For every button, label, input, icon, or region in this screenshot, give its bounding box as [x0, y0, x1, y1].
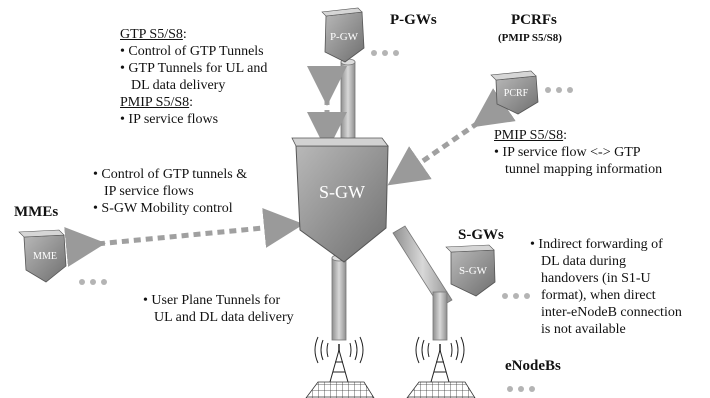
sgw-note-line: inter-eNodeB connection	[541, 305, 682, 320]
sgw-small-node-label: S-GW	[459, 265, 488, 277]
mme-group-label: MMEs	[14, 204, 59, 220]
pgw-more-dots	[371, 50, 399, 56]
gtp-item-continued: DL data delivery	[131, 78, 226, 93]
mme-node: MME	[18, 229, 67, 283]
pmip-heading: PMIP S5/S8	[120, 95, 190, 110]
pcrf-node-label: PCRF	[504, 88, 529, 99]
enb-tunnel-note-line: UL and DL data delivery	[154, 310, 294, 325]
enb-tunnel-note-line: User Plane Tunnels for	[143, 292, 294, 309]
sgw-note-line: is not available	[541, 322, 626, 337]
mme-sgw-arrow	[64, 208, 304, 267]
sgw-main-node: S-GW	[291, 137, 389, 263]
gtp-item: GTP Tunnels for UL and	[120, 60, 267, 77]
sgw-small-node: S-GW	[445, 244, 496, 297]
pcrf-node: PCRF	[490, 70, 539, 115]
sgw-to-sgw-pipe	[392, 225, 453, 308]
sgw-enb2-pipe	[432, 291, 448, 341]
mme-note-item-continued: IP service flows	[104, 184, 194, 199]
mme-note-item: S-GW Mobility control	[93, 200, 247, 217]
sgw-more-dots	[502, 293, 530, 299]
mme-note-item: Control of GTP tunnels &	[93, 166, 247, 183]
sgw-note-line: handovers (in S1-U	[541, 271, 651, 286]
gtp-item: Control of GTP Tunnels	[120, 43, 267, 60]
pgw-group-label: P-GWs	[390, 12, 437, 28]
pcrf-group-label: PCRFs	[511, 12, 557, 28]
pcrf-group-sublabel: (PMIP S5/S8)	[498, 32, 562, 44]
sgw-note-line: DL data during	[541, 254, 627, 269]
pcrf-more-dots	[545, 87, 573, 93]
mme-node-label: MME	[33, 251, 57, 262]
enodeb-antenna-icon	[406, 336, 476, 398]
enb-more-dots	[507, 386, 535, 392]
enb-tunnel-note: User Plane Tunnels for UL and DL data de…	[143, 292, 294, 326]
enb-group-label: eNodeBs	[505, 358, 561, 374]
pgw-node-label: P-GW	[330, 31, 359, 43]
mme-more-dots	[79, 279, 107, 285]
pmip-item: IP service flows	[120, 111, 267, 128]
pgw-node: P-GW	[321, 7, 365, 63]
pcrf-note-item-continued: tunnel mapping information	[505, 162, 663, 177]
sgw-enb1-pipe	[331, 254, 347, 341]
pcrf-note: PMIP S5/S8: IP service flow <-> GTP tunn…	[494, 127, 662, 178]
gtp-heading: GTP S5/S8	[120, 27, 183, 42]
enodeb-antenna-icon	[305, 336, 375, 398]
sgw-forwarding-note: Indirect forwarding of DL data during ha…	[530, 236, 682, 338]
pgw-note: GTP S5/S8: Control of GTP Tunnels GTP Tu…	[120, 26, 267, 128]
sgw-note-line: Indirect forwarding of	[530, 236, 682, 253]
pcrf-sgw-arrow	[387, 88, 516, 186]
sgw-main-node-label: S-GW	[319, 182, 365, 202]
pcrf-note-item: IP service flow <-> GTP	[494, 144, 662, 161]
sgw-group-label: S-GWs	[458, 227, 504, 243]
pgw-sgw-pipe	[340, 58, 356, 141]
sgw-note-line: format), when direct	[541, 288, 656, 303]
mme-note: Control of GTP tunnels & IP service flow…	[93, 166, 247, 217]
pcrf-note-heading: PMIP S5/S8	[494, 128, 564, 143]
